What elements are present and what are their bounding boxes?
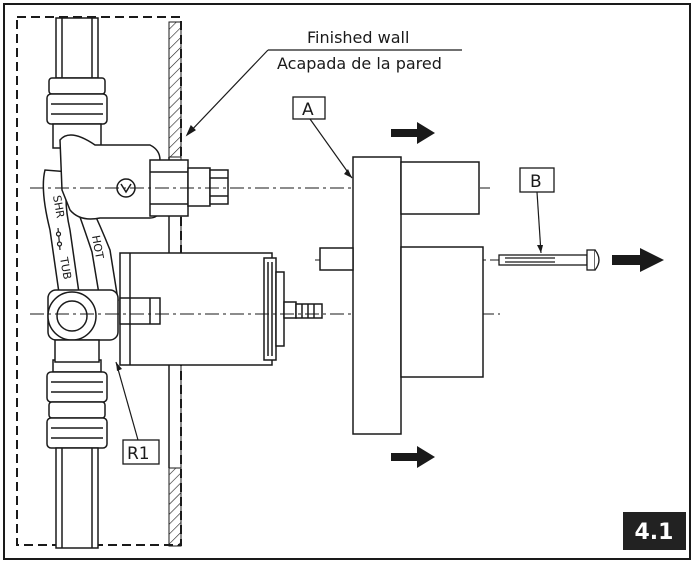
trim-plate-part-a — [319, 156, 484, 435]
callout-r1-label: R1 — [127, 444, 150, 464]
callout-a-label: A — [302, 100, 314, 120]
arrow-right-screw-icon — [612, 248, 664, 272]
diagram-border — [3, 3, 691, 560]
wall-leader — [185, 49, 462, 137]
figure-badge — [623, 512, 686, 550]
wall-label-es: Acapada de la pared — [277, 54, 442, 73]
arrow-right-bottom-icon — [391, 446, 435, 468]
callout-b-label: B — [530, 172, 542, 192]
shr-label: SHR — [50, 194, 67, 219]
callout-r1 — [115, 361, 160, 465]
direction-arrows — [391, 122, 664, 468]
lower-valve-body — [119, 252, 323, 366]
upper-valve-body — [59, 134, 229, 220]
hot-label: HOT — [89, 234, 106, 260]
tub-label: TUB — [57, 255, 74, 280]
callout-a — [292, 96, 353, 179]
arrow-right-top-icon — [391, 122, 435, 144]
callout-b — [519, 167, 555, 254]
figure-number: 4.1 — [635, 520, 674, 545]
shr-tub-connector — [55, 227, 63, 251]
tee-fitting — [47, 289, 119, 363]
wall-label-en: Finished wall — [307, 28, 409, 47]
screw-part-b — [498, 249, 600, 271]
